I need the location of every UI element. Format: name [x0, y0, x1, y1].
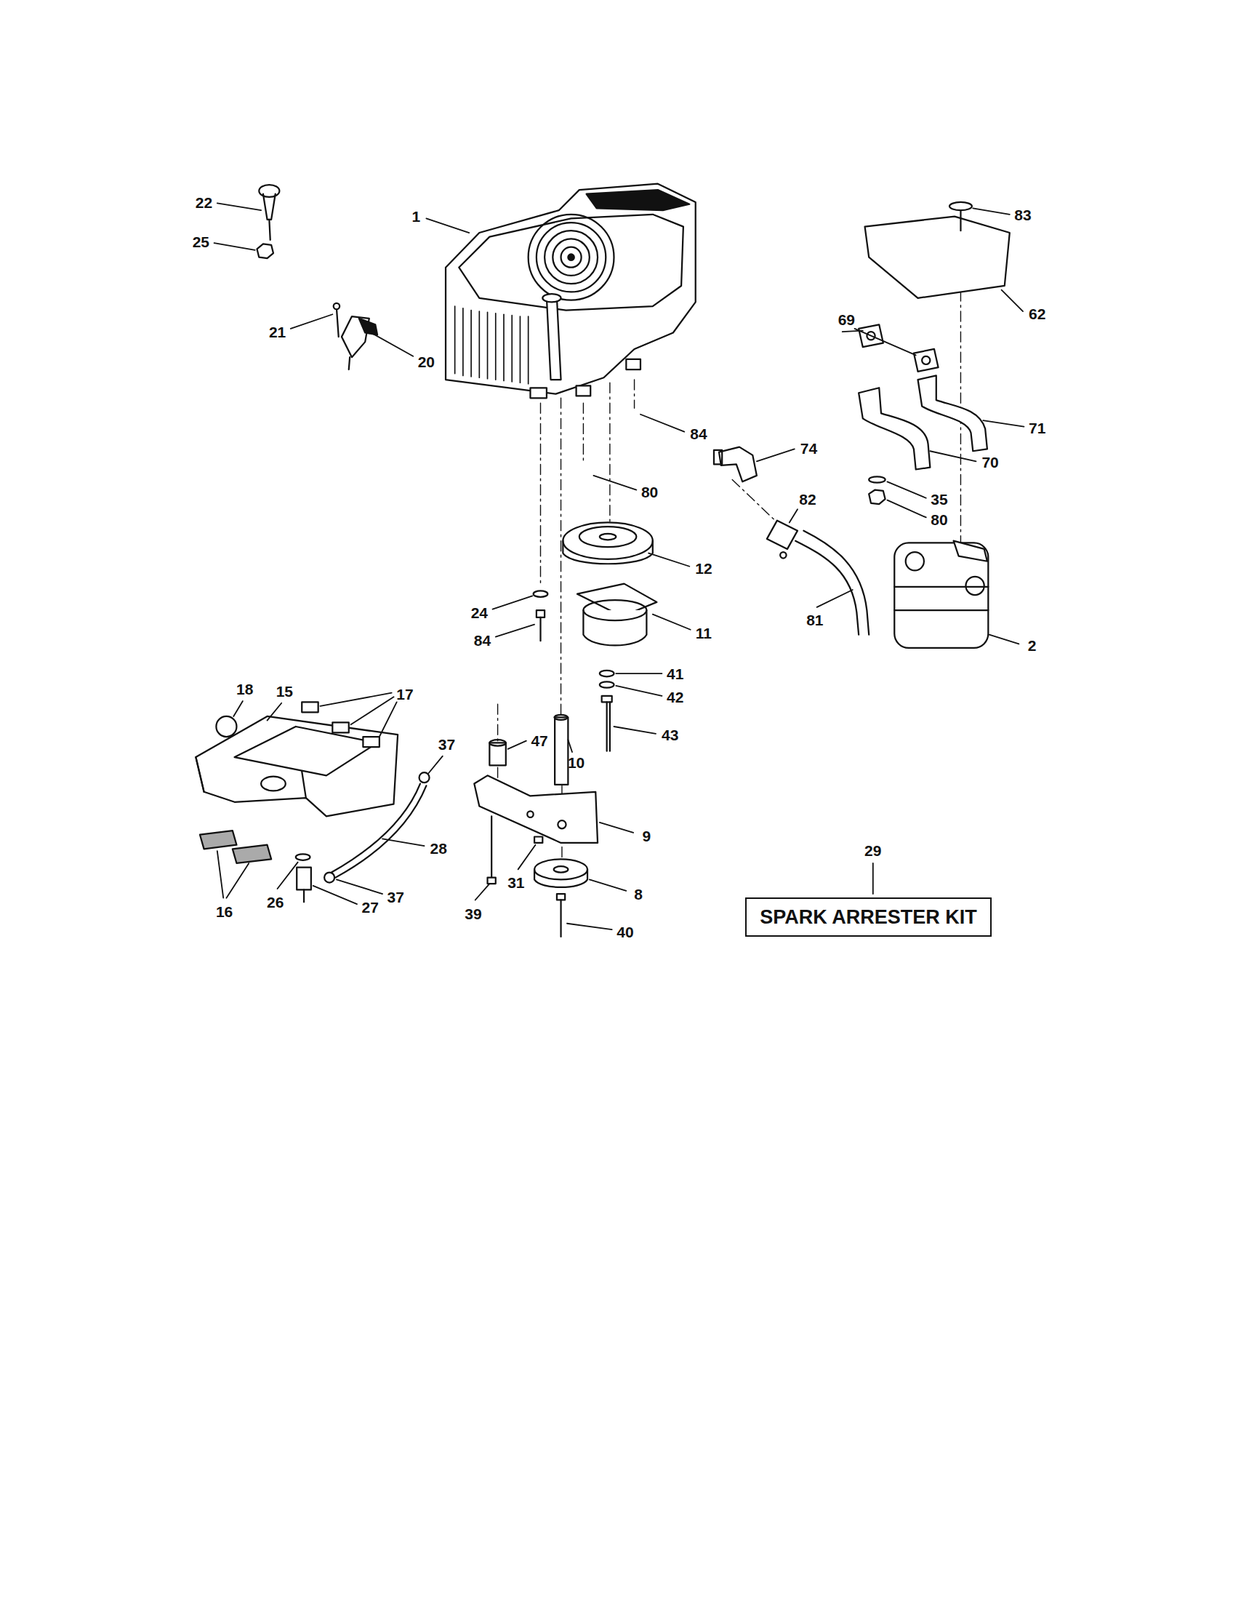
callout-number: 37 [438, 735, 456, 751]
callout-number: 40 [616, 923, 634, 939]
callout-number: 11 [695, 624, 712, 640]
callout-number: 71 [1028, 419, 1046, 435]
callout-number: 80 [930, 511, 948, 528]
callout-number: 10 [567, 753, 585, 770]
callout-number: 41 [666, 665, 684, 681]
callout-number: 47 [530, 732, 548, 749]
callout-number: 20 [418, 353, 435, 369]
callout-number: 70 [981, 454, 999, 470]
callout-number: 84 [474, 631, 491, 648]
callout-number: 1 [412, 208, 421, 224]
callout-number: 43 [661, 727, 679, 743]
callout-number: 8 [633, 885, 643, 901]
callout-number: 83 [1014, 206, 1031, 222]
callout-number: 81 [806, 611, 823, 627]
callout-number: 80 [641, 484, 658, 500]
callout-number: 28 [430, 839, 448, 855]
callout-number: 39 [464, 905, 482, 921]
callout-number: 31 [507, 874, 525, 890]
callout-number: 9 [642, 827, 652, 843]
callout-number: 35 [930, 490, 948, 506]
callout-number: 29 [864, 841, 882, 858]
callout-number: 16 [215, 902, 233, 919]
kit-box: SPARK ARRESTER KIT [745, 897, 991, 936]
callout-number: 17 [396, 685, 413, 701]
callout-number: 26 [266, 894, 284, 910]
callout-number: 18 [236, 680, 253, 696]
callout-number: 24 [471, 604, 488, 620]
callout-number: 12 [695, 560, 712, 576]
callout-number: 27 [362, 899, 379, 915]
callout-number: 22 [195, 194, 213, 210]
callout-number: 42 [666, 689, 684, 705]
callout-number: 25 [192, 234, 210, 250]
callout-number: 62 [1028, 305, 1046, 321]
callout-number: 21 [268, 323, 286, 339]
callout-number: 15 [276, 682, 293, 698]
callout-number: 84 [689, 426, 707, 442]
callout-number: 2 [1027, 636, 1037, 653]
callout-number: 74 [800, 439, 818, 456]
callout-number: 37 [387, 889, 405, 905]
callout-number: 82 [798, 490, 816, 506]
callout-number: 69 [838, 311, 855, 328]
kit-label: SPARK ARRESTER KIT [759, 905, 978, 929]
